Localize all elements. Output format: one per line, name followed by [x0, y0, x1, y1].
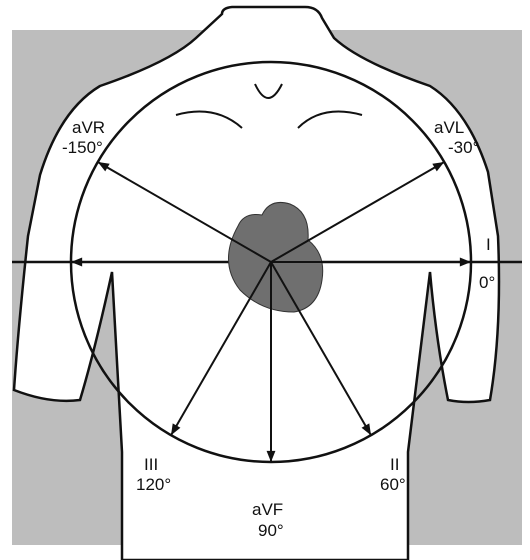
lead-ii-name: II	[390, 455, 399, 474]
lead-i-angle: 0°	[479, 273, 495, 292]
lead-avr-name: aVR	[72, 118, 105, 137]
lead-i-name: I	[486, 235, 491, 254]
lead-avf-angle: 90°	[258, 521, 284, 540]
lead-iii-angle: 120°	[136, 475, 171, 494]
lead-avl-angle: -30°	[448, 138, 479, 157]
lead-iii-name: III	[144, 455, 158, 474]
lead-ii-angle: 60°	[380, 475, 406, 494]
lead-avf-name: aVF	[252, 500, 283, 519]
lead-avl-name: aVL	[434, 118, 464, 137]
lead-avr-angle: -150°	[62, 138, 103, 157]
